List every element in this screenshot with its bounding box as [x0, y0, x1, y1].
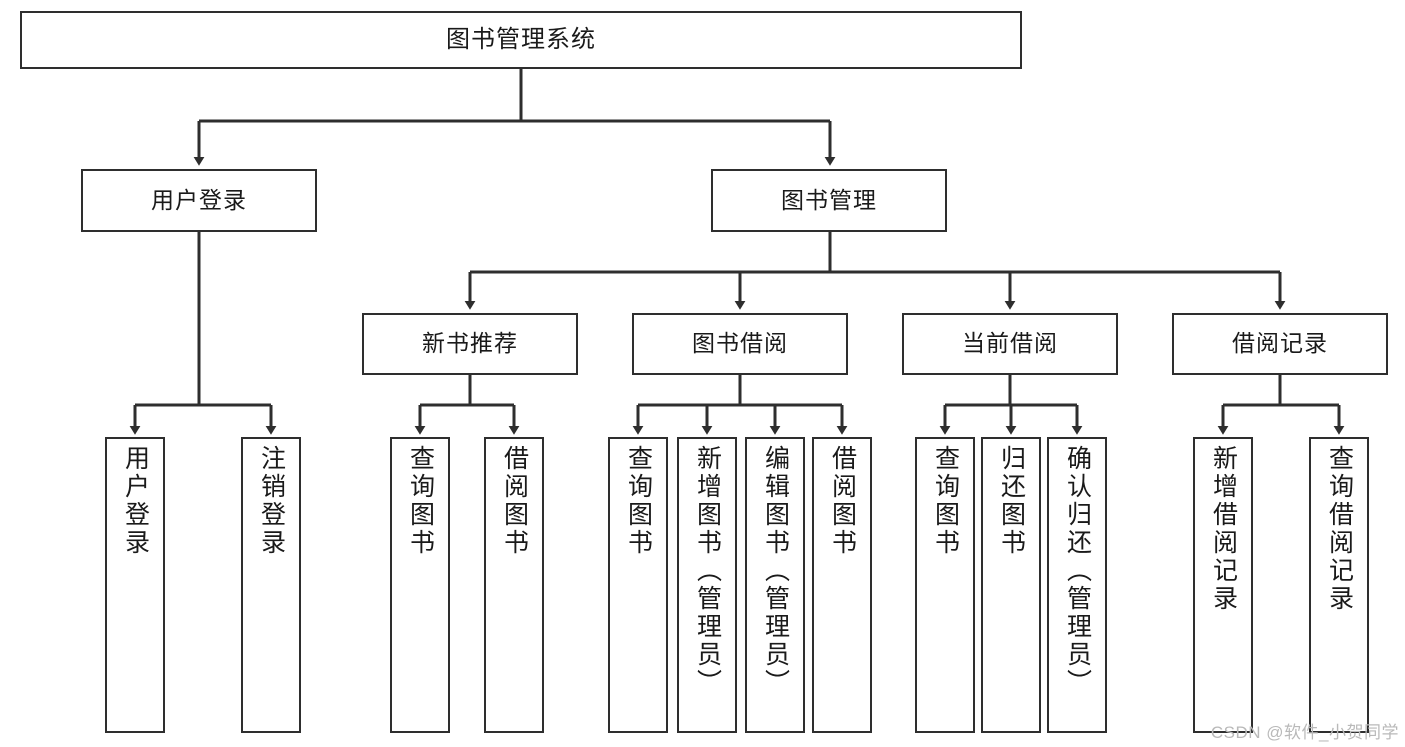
csdn-watermark: CSDN @软件_小贺同学 — [1210, 723, 1399, 742]
node-label: 查询图书 — [406, 445, 435, 557]
node-new-book-recommend[interactable]: 新书推荐 — [362, 313, 578, 375]
leaf-record-query-borrow-record[interactable]: 查询借阅记录 — [1309, 437, 1369, 733]
leaf-current-return-book[interactable]: 归还图书 — [981, 437, 1041, 733]
leaf-user-login[interactable]: 用户登录 — [105, 437, 165, 733]
node-root-library-management-system[interactable]: 图书管理系统 — [20, 11, 1022, 69]
leaf-record-add-borrow-record[interactable]: 新增借阅记录 — [1193, 437, 1253, 733]
leaf-recommend-borrow-book[interactable]: 借阅图书 — [484, 437, 544, 733]
node-label: 当前借阅 — [962, 330, 1058, 357]
leaf-borrow-edit-book-admin[interactable]: 编辑图书（管理员） — [745, 437, 805, 733]
node-label: 新书推荐 — [422, 330, 518, 357]
leaf-borrow-query-book[interactable]: 查询图书 — [608, 437, 668, 733]
node-label: 用户登录 — [151, 186, 247, 213]
node-label: 用户登录 — [121, 445, 150, 557]
leaf-current-query-book[interactable]: 查询图书 — [915, 437, 975, 733]
node-label: 归还图书 — [997, 445, 1026, 557]
node-label: 查询图书 — [931, 445, 960, 557]
node-label: 注销登录 — [257, 445, 286, 557]
node-label: 查询借阅记录 — [1325, 445, 1354, 613]
node-label: 新增借阅记录 — [1209, 445, 1238, 613]
node-label: 借阅图书 — [828, 445, 857, 557]
node-current-borrow[interactable]: 当前借阅 — [902, 313, 1118, 375]
node-label: 确认归还（管理员） — [1063, 445, 1092, 697]
node-borrow-record[interactable]: 借阅记录 — [1172, 313, 1388, 375]
leaf-logout[interactable]: 注销登录 — [241, 437, 301, 733]
node-label: 图书借阅 — [692, 330, 788, 357]
node-label: 借阅记录 — [1232, 330, 1328, 357]
node-label: 借阅图书 — [500, 445, 529, 557]
leaf-current-confirm-return-admin[interactable]: 确认归还（管理员） — [1047, 437, 1107, 733]
leaf-borrow-borrow-book[interactable]: 借阅图书 — [812, 437, 872, 733]
node-user-login[interactable]: 用户登录 — [81, 169, 317, 232]
node-label: 编辑图书（管理员） — [761, 445, 790, 697]
node-label: 图书管理 — [781, 186, 877, 213]
node-label: 新增图书（管理员） — [693, 445, 722, 697]
node-label: 查询图书 — [624, 445, 653, 557]
node-label: 图书管理系统 — [446, 25, 596, 53]
leaf-borrow-add-book-admin[interactable]: 新增图书（管理员） — [677, 437, 737, 733]
node-book-borrow[interactable]: 图书借阅 — [632, 313, 848, 375]
leaf-recommend-query-book[interactable]: 查询图书 — [390, 437, 450, 733]
node-book-management[interactable]: 图书管理 — [711, 169, 947, 232]
